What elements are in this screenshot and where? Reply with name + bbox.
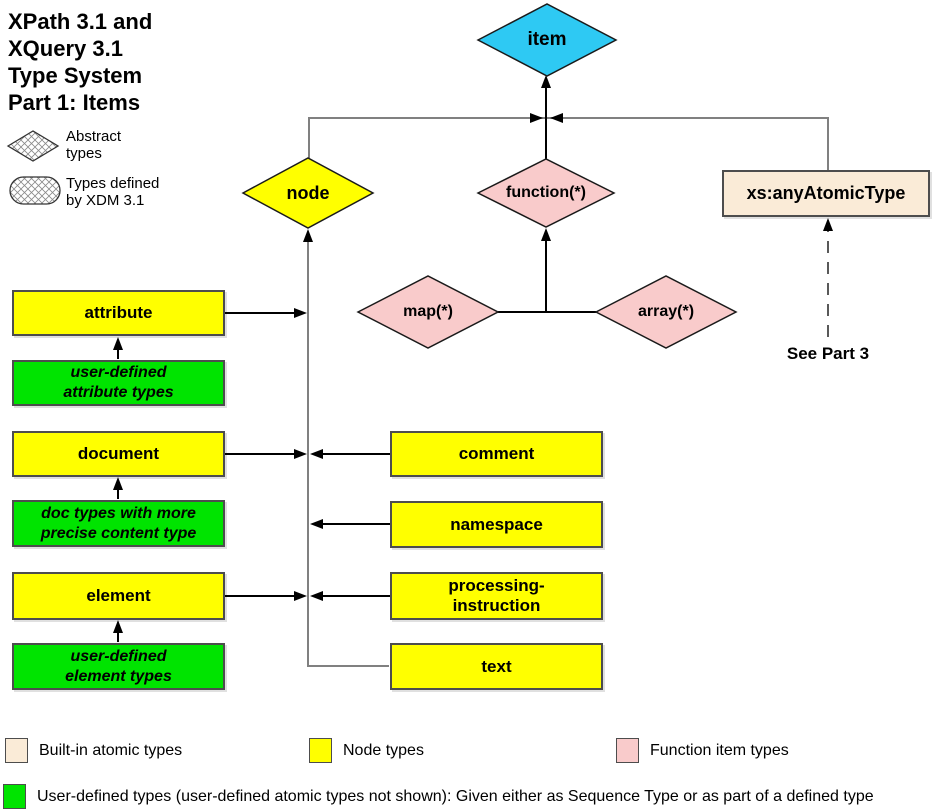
bus-lines (307, 117, 829, 667)
function-label: function(*) (506, 184, 586, 201)
array-diamond (594, 275, 738, 349)
arrowheads (113, 75, 833, 633)
legend-function-label: Function item types (650, 741, 789, 759)
user-defined-attribute-box: user-defined attribute types (12, 360, 225, 406)
legend-user-defined-label: User-defined types (user-defined atomic … (37, 787, 874, 805)
attribute-box: attribute (12, 290, 225, 336)
processing-instruction-box: processing- instruction (390, 572, 603, 620)
element-box: element (12, 572, 225, 620)
abstract-types-diamond-icon (6, 130, 60, 162)
user-defined-swatch-icon (3, 784, 26, 809)
node-diamond (241, 157, 375, 229)
function-swatch-icon (616, 738, 639, 763)
xdm-types-label: Types defined by XDM 3.1 (66, 175, 160, 209)
user-defined-element-box: user-defined element types (12, 643, 225, 690)
legend-node-label: Node types (343, 741, 424, 759)
legend-builtin-label: Built-in atomic types (39, 741, 183, 759)
builtin-swatch-icon (5, 738, 28, 763)
item-diamond (476, 3, 618, 77)
page-title: XPath 3.1 and XQuery 3.1 Type System Par… (8, 9, 153, 116)
namespace-box: namespace (390, 501, 603, 548)
doc-types-box: doc types with more precise content type (12, 500, 225, 547)
node-swatch-icon (309, 738, 332, 763)
map-label: map(*) (403, 303, 453, 320)
map-diamond (356, 275, 500, 349)
legend-user-defined: User-defined types (user-defined atomic … (3, 784, 933, 809)
legend-builtin: Built-in atomic types (5, 738, 182, 763)
function-diamond (476, 158, 616, 228)
array-label: array(*) (637, 303, 695, 320)
any-atomic-type-box: xs:anyAtomicType (722, 170, 930, 217)
document-box: document (12, 431, 225, 477)
comment-box: comment (390, 431, 603, 477)
xdm-types-stadium-icon (9, 176, 61, 205)
text-box: text (390, 643, 603, 690)
legend-function: Function item types (616, 738, 789, 763)
item-label: item (527, 29, 567, 50)
node-label: node (286, 182, 330, 203)
see-part3-label: See Part 3 (786, 344, 870, 363)
legend-node: Node types (309, 738, 424, 763)
abstract-types-label: Abstract types (66, 128, 122, 162)
